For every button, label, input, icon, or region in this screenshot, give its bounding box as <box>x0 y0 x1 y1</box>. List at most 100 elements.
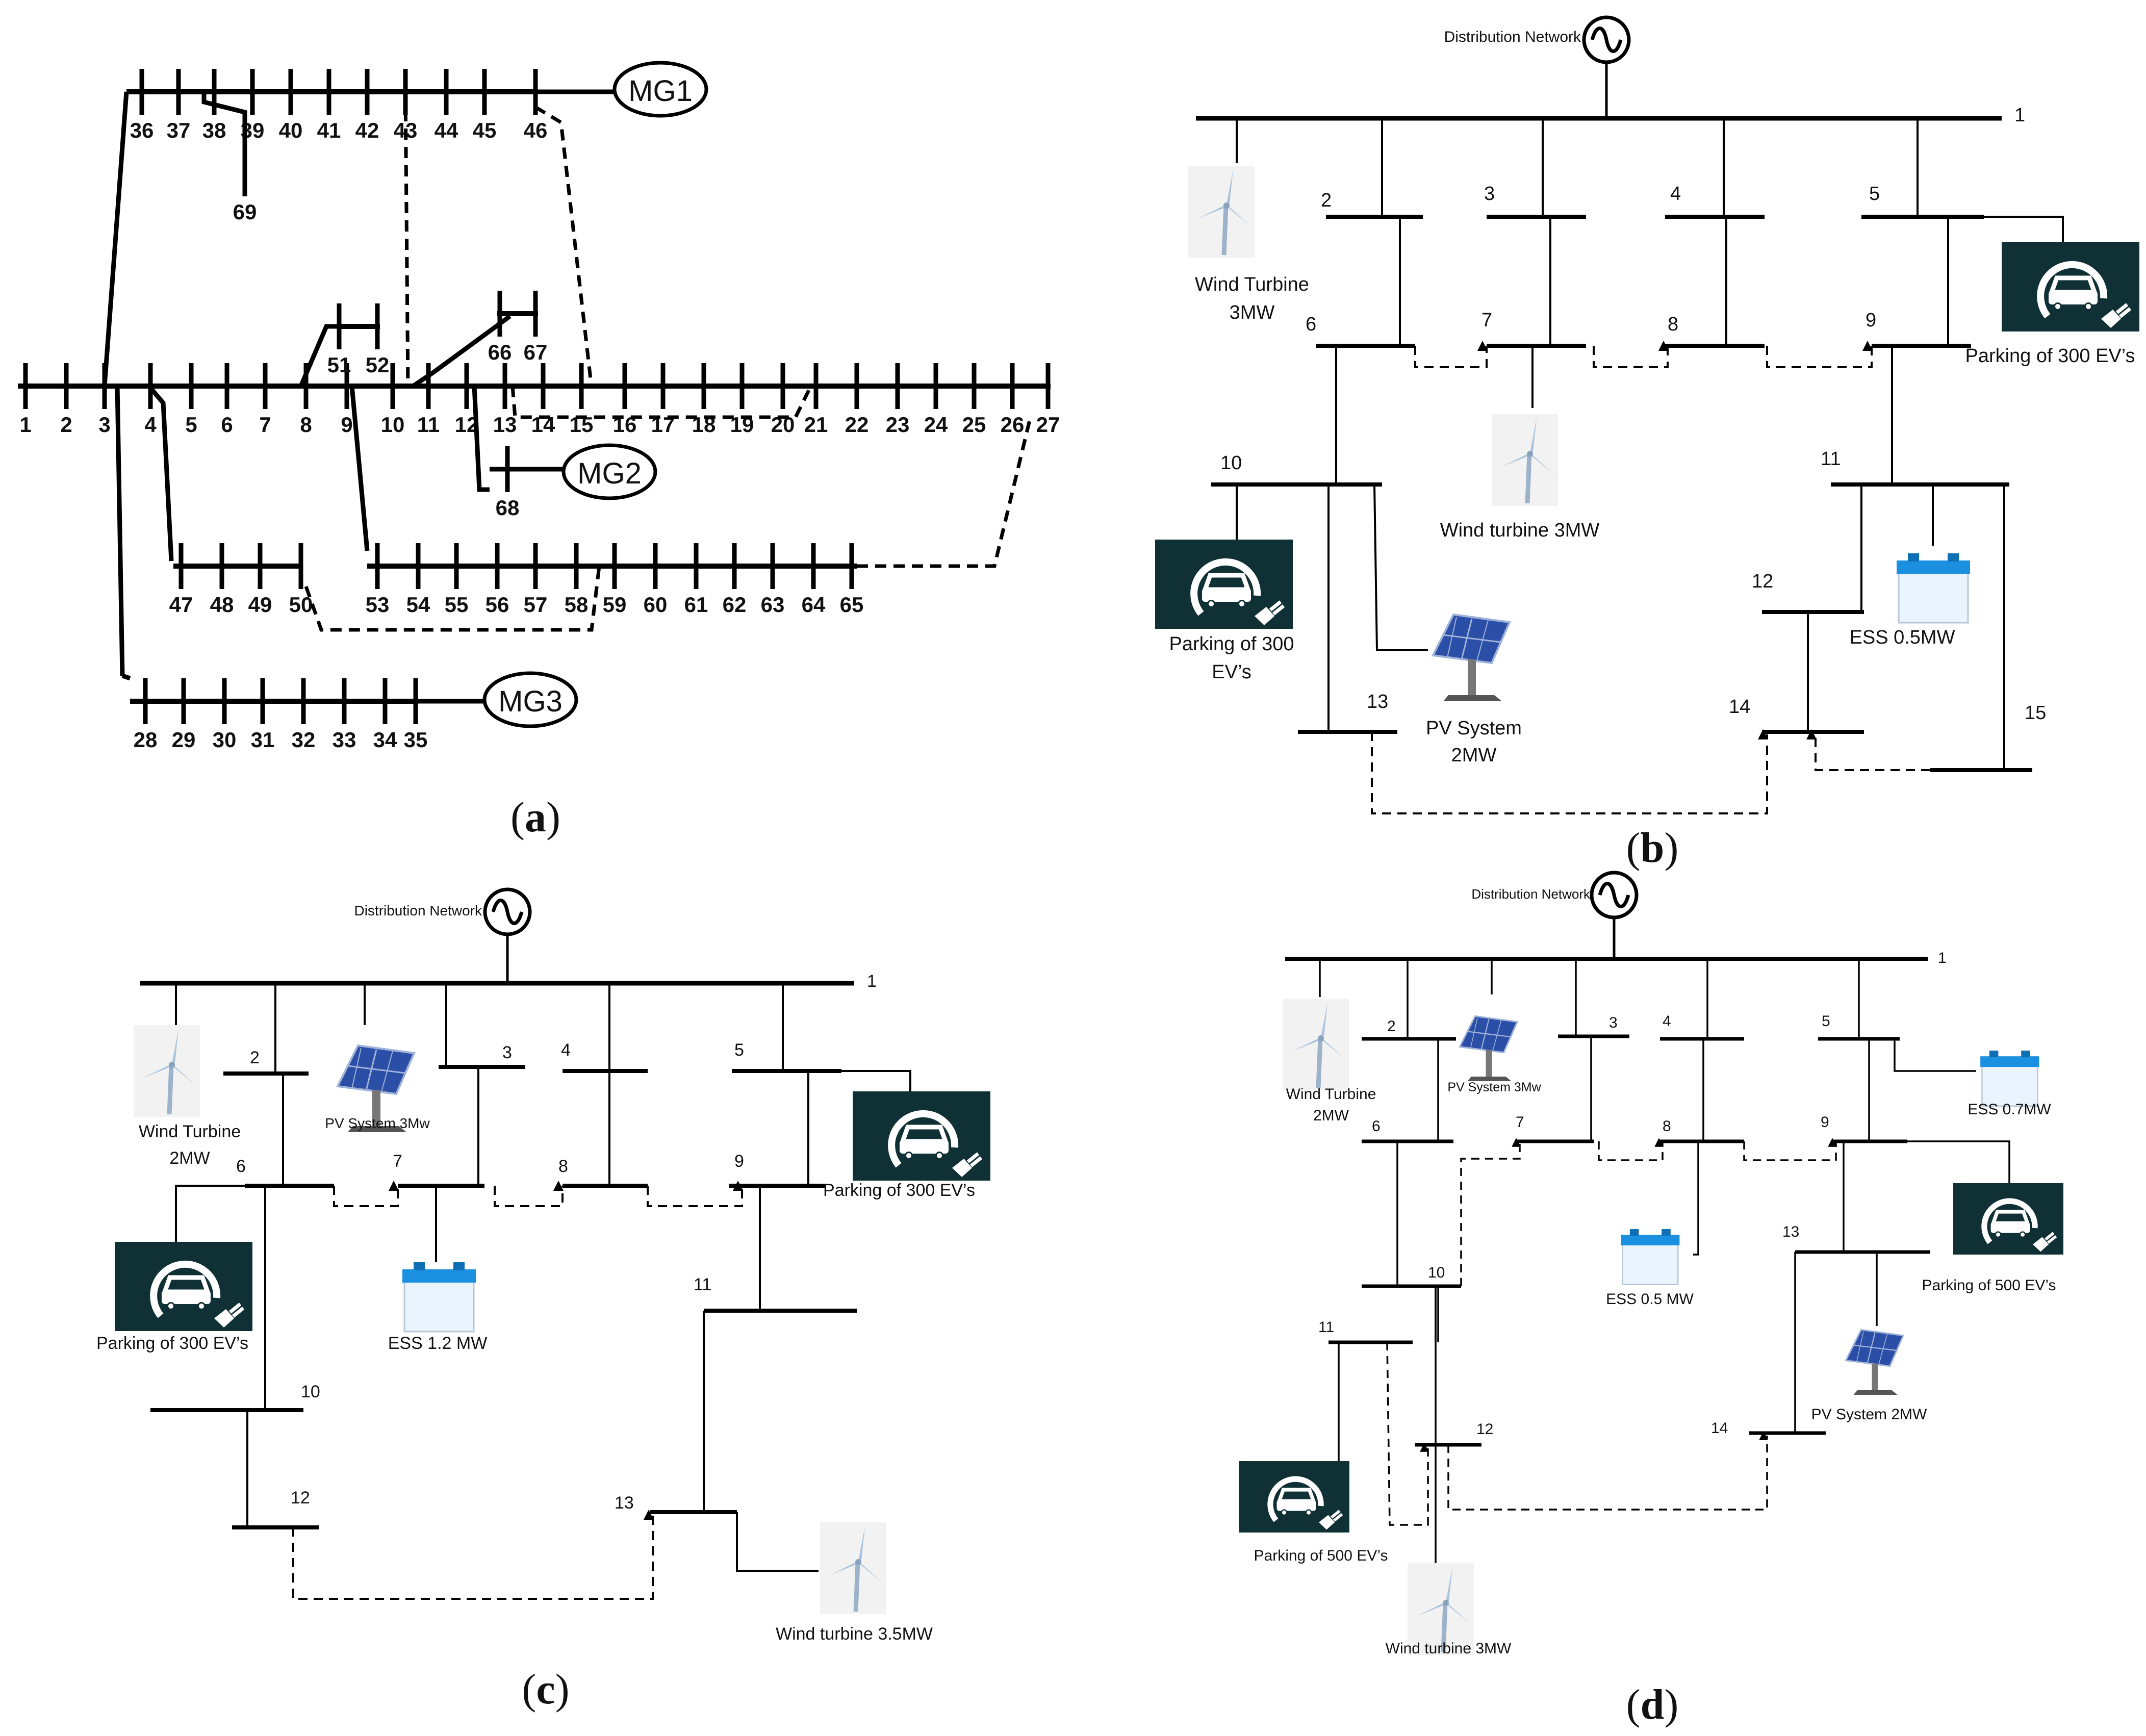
d-source-label: Distribution Network <box>1471 886 1591 902</box>
node-3: 3 <box>98 413 110 437</box>
c-wind1-l2: 2MW <box>169 1148 210 1168</box>
node-66: 66 <box>488 340 512 364</box>
c-ess-icon <box>401 1261 477 1333</box>
c-bus-12: 12 <box>291 1488 310 1508</box>
d-bus-7: 7 <box>1516 1114 1524 1131</box>
d-bus-10: 10 <box>1428 1264 1445 1281</box>
node-62: 62 <box>723 593 747 617</box>
c-park2: Parking of 300 EV’s <box>96 1334 248 1353</box>
c-bus-10: 10 <box>301 1382 320 1401</box>
c-bus-5: 5 <box>734 1040 744 1060</box>
node-29: 29 <box>172 728 196 752</box>
c-bus-1: 1 <box>867 972 877 991</box>
b-bus-14: 14 <box>1729 696 1750 718</box>
mg2-label: MG2 <box>577 457 642 490</box>
node-33: 33 <box>333 728 356 752</box>
node-13: 13 <box>493 413 517 437</box>
node-68: 68 <box>496 496 520 520</box>
d-bus-2: 2 <box>1387 1018 1396 1035</box>
node-59: 59 <box>603 593 627 617</box>
c-bus-2: 2 <box>250 1048 260 1067</box>
caption-b: (b) <box>1626 824 1679 872</box>
node-53: 53 <box>366 593 390 617</box>
d-ev-icon-1 <box>1953 1183 2063 1255</box>
node-44: 44 <box>435 118 458 142</box>
d-bus-13: 13 <box>1782 1223 1799 1240</box>
d-bus-5: 5 <box>1822 1013 1830 1030</box>
node-69: 69 <box>233 200 257 224</box>
mg1-label: MG1 <box>628 74 693 108</box>
node-51: 51 <box>327 353 351 377</box>
b-source-label: Distribution Network <box>1444 29 1581 45</box>
node-25: 25 <box>962 413 986 437</box>
d-wind1-l1: Wind Turbine <box>1286 1086 1376 1103</box>
d-bus-11: 11 <box>1318 1319 1334 1336</box>
d-ess2: ESS 0.5 MW <box>1606 1291 1694 1308</box>
c-wind-icon-1 <box>134 1025 200 1117</box>
caption-d: (d) <box>1626 1681 1679 1728</box>
c-ess: ESS 1.2 MW <box>388 1334 488 1353</box>
node-2: 2 <box>60 413 72 437</box>
b-bus-13: 13 <box>1367 691 1388 712</box>
d-pv1: PV System 3Mw <box>1447 1080 1541 1094</box>
b-bus-5: 5 <box>1869 183 1880 205</box>
d-pv-icon-1 <box>1459 1015 1518 1082</box>
b-bus-11: 11 <box>1821 448 1841 470</box>
b-bus-7: 7 <box>1481 310 1492 331</box>
node-6: 6 <box>221 413 233 437</box>
d-wind1-l2: 2MW <box>1313 1107 1349 1124</box>
node-67: 67 <box>524 340 548 364</box>
node-23: 23 <box>886 413 910 437</box>
b-bus-15: 15 <box>2025 702 2046 724</box>
d-ac-source <box>1592 873 1637 917</box>
mg1-node: MG1 <box>612 61 708 118</box>
b-wind2: Wind turbine 3MW <box>1440 520 1600 541</box>
node-61: 61 <box>684 593 708 617</box>
c-ev-icon-2 <box>115 1242 252 1331</box>
c-bus-6: 6 <box>236 1157 246 1176</box>
d-park2: Parking of 500 EV’s <box>1254 1547 1388 1564</box>
c-bus-11: 11 <box>694 1275 711 1294</box>
node-37: 37 <box>167 118 191 142</box>
b-bus-2: 2 <box>1321 190 1332 211</box>
b-bus-9: 9 <box>1866 310 1876 331</box>
mg3-label: MG3 <box>498 685 563 718</box>
c-ev-icon-1 <box>853 1091 990 1181</box>
c-wind1-l1: Wind Turbine <box>139 1122 241 1141</box>
node-58: 58 <box>565 593 589 617</box>
d-ess-icon-1 <box>1979 1050 2040 1107</box>
b-bus-1: 1 <box>2014 105 2025 126</box>
b-park1: Parking of 300 EV’s <box>1965 345 2135 367</box>
c-park1: Parking of 300 EV’s <box>823 1181 975 1200</box>
b-bus-3: 3 <box>1484 183 1495 205</box>
node-7: 7 <box>259 413 271 437</box>
d-bus-1: 1 <box>1938 950 1947 966</box>
node-64: 64 <box>802 593 826 617</box>
node-35: 35 <box>404 728 428 752</box>
b-wind1-l1: Wind Turbine <box>1195 274 1309 295</box>
d-pv-icon-2 <box>1845 1329 1904 1396</box>
node-31: 31 <box>251 728 275 752</box>
b-bus-4: 4 <box>1670 183 1681 205</box>
c-bus-7: 7 <box>393 1152 402 1171</box>
node-24: 24 <box>924 413 948 437</box>
node-63: 63 <box>761 593 785 617</box>
node-28: 28 <box>134 728 158 752</box>
c-pv: PV System 3Mw <box>325 1115 430 1131</box>
mg3-node: MG3 <box>482 671 578 728</box>
d-wind2: Wind turbine 3MW <box>1386 1640 1512 1657</box>
mg2-node: MG2 <box>561 443 657 500</box>
d-ess1: ESS 0.7MW <box>1968 1101 2051 1118</box>
node-8: 8 <box>300 413 312 437</box>
c-bus-4: 4 <box>561 1040 571 1060</box>
node-27: 27 <box>1036 413 1060 437</box>
d-ev-icon-2 <box>1239 1461 1349 1533</box>
node-38: 38 <box>202 118 226 142</box>
